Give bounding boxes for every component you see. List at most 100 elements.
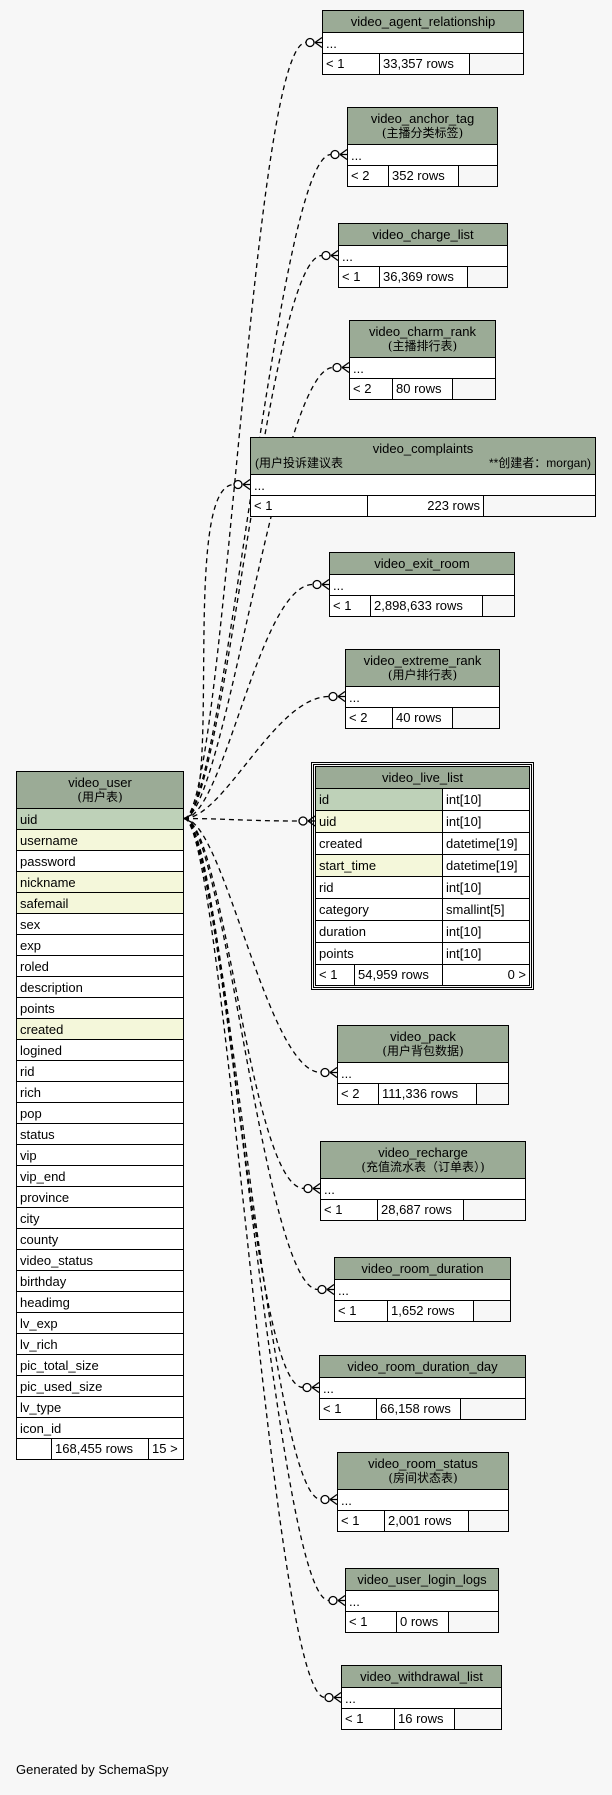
parents-count[interactable]: < 1 (333, 598, 352, 613)
column-city[interactable]: city (17, 1208, 183, 1229)
collapsed-columns[interactable]: ... (330, 575, 514, 596)
parents-count[interactable]: < 1 (324, 1202, 343, 1217)
column-county[interactable]: county (17, 1229, 183, 1250)
parents-count[interactable]: < 1 (254, 498, 273, 513)
parents-count[interactable]: < 2 (341, 1086, 360, 1101)
column-password[interactable]: password (17, 851, 183, 872)
column-uid[interactable]: uid (17, 809, 183, 830)
parents-count[interactable]: < 1 (323, 1401, 342, 1416)
column-username[interactable]: username (17, 830, 183, 851)
parents-count[interactable]: < 1 (349, 1614, 368, 1629)
column-lv-exp[interactable]: lv_exp (17, 1313, 183, 1334)
column-pic-used-size[interactable]: pic_used_size (17, 1376, 183, 1397)
parents-count[interactable]: < 1 (338, 1303, 357, 1318)
column-headimg[interactable]: headimg (17, 1292, 183, 1313)
column-points[interactable]: points (17, 998, 183, 1019)
video-room-duration-day-relationship-edge (183, 817, 304, 1389)
parents-count[interactable]: < 1 (326, 56, 345, 71)
column-name: duration (316, 921, 442, 942)
video-exit-room-crowfoot-marker (321, 578, 330, 591)
column-icon-id[interactable]: icon_id (17, 1418, 183, 1439)
parents-count[interactable]: < 1 (341, 1513, 360, 1528)
column-status[interactable]: status (17, 1124, 183, 1145)
collapsed-columns[interactable]: ... (338, 1490, 508, 1511)
table-name: video_room_duration_day (347, 1359, 498, 1374)
column-roled[interactable]: roled (17, 956, 183, 977)
parents-count[interactable]: < 1 (345, 1711, 364, 1726)
column-name: rid (316, 877, 442, 898)
column-description[interactable]: description (17, 977, 183, 998)
column-pic-total-size[interactable]: pic_total_size (17, 1355, 183, 1376)
column-pop[interactable]: pop (17, 1103, 183, 1124)
column-sex[interactable]: sex (17, 914, 183, 935)
video-room-duration-day-optional-marker (302, 1382, 312, 1393)
video-complaints-table[interactable]: video_complaints(用户投诉建议表**创建者：morgan)...… (250, 437, 596, 517)
video-withdrawal-list-relationship-edge (183, 817, 326, 1699)
collapsed-columns[interactable]: ... (350, 358, 495, 379)
column-lv-rich[interactable]: lv_rich (17, 1334, 183, 1355)
column-logined[interactable]: logined (17, 1040, 183, 1061)
table-name: video_recharge (378, 1145, 468, 1160)
parents-count[interactable]: < 1 (342, 269, 361, 284)
column-rid[interactable]: rid (17, 1061, 183, 1082)
video-room-status-optional-marker (320, 1494, 330, 1505)
column-name: created (316, 833, 442, 854)
row-count: 223 rows (367, 496, 483, 516)
children-count (482, 596, 514, 616)
collapsed-columns[interactable]: ... (335, 1280, 510, 1301)
parents-count[interactable]: < 2 (353, 381, 372, 396)
collapsed-columns[interactable]: ... (321, 1179, 525, 1200)
collapsed-columns[interactable]: ... (346, 1591, 498, 1612)
column-province[interactable]: province (17, 1187, 183, 1208)
collapsed-columns[interactable]: ... (323, 33, 523, 54)
collapsed-columns[interactable]: ... (339, 246, 507, 267)
collapsed-columns[interactable]: ... (346, 687, 499, 708)
collapsed-columns[interactable]: ... (251, 475, 595, 496)
column-rich[interactable]: rich (17, 1082, 183, 1103)
column-lv-type[interactable]: lv_type (17, 1397, 183, 1418)
column-safemail[interactable]: safemail (17, 893, 183, 914)
row-count: 352 rows (388, 166, 458, 186)
collapsed-columns[interactable]: ... (320, 1378, 525, 1399)
parents-count[interactable]: < 2 (349, 710, 368, 725)
collapsed-columns[interactable]: ... (338, 1063, 508, 1084)
column-created[interactable]: created (17, 1019, 183, 1040)
collapsed-columns[interactable]: ... (342, 1688, 501, 1709)
column-video-status[interactable]: video_status (17, 1250, 183, 1271)
column-vip-end[interactable]: vip_end (17, 1166, 183, 1187)
table-header: video_charm_rank(主播排行表) (350, 321, 495, 358)
parents-count[interactable]: < 2 (351, 168, 370, 183)
collapsed-columns[interactable]: ... (348, 145, 497, 166)
video-user-login-logs-crowfoot-marker (337, 1594, 346, 1607)
column-vip[interactable]: vip (17, 1145, 183, 1166)
children-count[interactable]: 15 > (148, 1439, 183, 1459)
column-birthday[interactable]: birthday (17, 1271, 183, 1292)
table-name: video_complaints (372, 441, 474, 456)
children-count[interactable]: 0 > (442, 965, 529, 985)
column-nickname[interactable]: nickname (17, 872, 183, 893)
column-exp[interactable]: exp (17, 935, 183, 956)
